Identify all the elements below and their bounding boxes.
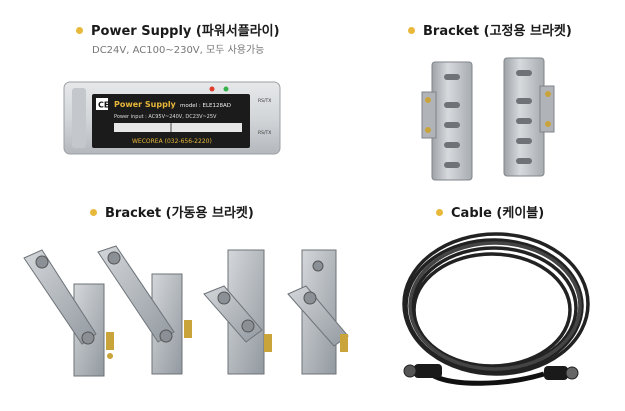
label-panel [92,94,250,148]
bracket-fixed-title: Bracket (고정용 브라켓) [408,20,572,39]
moving-bracket-4 [287,249,349,375]
power-supply-title: Power Supply (파워서플라이) [76,20,280,39]
fixed-bracket-right [503,57,555,177]
port-top-label: RS/TX [258,98,271,104]
device-power-input-label: Power input : AC95V~240V, DC23V~25V [114,114,217,120]
bullet-icon [90,209,97,216]
svg-text:CE: CE [98,101,109,110]
power-supply-subtitle: DC24V, AC100~230V, 모두 사용가능 [92,45,265,56]
port-bottom-label: RS/TX [258,130,271,136]
fixed-bracket-left [421,61,473,181]
cable-coil [402,232,590,376]
cable-title: Cable (케이블) [436,202,544,221]
moving-bracket-1 [23,249,114,377]
moving-bracket-3 [203,249,272,375]
power-led-icon [223,86,229,92]
signal-led-icon [209,86,215,92]
bullet-icon [436,209,443,216]
device-brand-label: Power Supply [114,100,177,109]
bullet-icon [76,27,83,34]
bracket-moving-title: Bracket (가동용 브라켓) [90,202,254,221]
device-model-label: model : ELE128AD [180,103,231,109]
bracket-moving-title-text: Bracket (가동용 브라켓) [105,206,254,221]
cable-title-text: Cable (케이블) [451,206,545,221]
cable-image [402,232,590,386]
bullet-icon [408,27,415,34]
moving-bracket-image [23,245,349,377]
power-supply-title-text: Power Supply (파워서플라이) [91,24,280,39]
fixed-bracket-image [421,57,555,181]
moving-bracket-2 [97,245,192,375]
cable-connector-left [403,364,442,378]
bracket-fixed-title-text: Bracket (고정용 브라켓) [423,24,572,39]
power-supply-image: Signal Power CE Power Supply model : ELE… [63,81,281,155]
cable-connector-right [544,366,579,380]
device-maker-label: WECOREA (032-656-2220) [132,138,212,145]
